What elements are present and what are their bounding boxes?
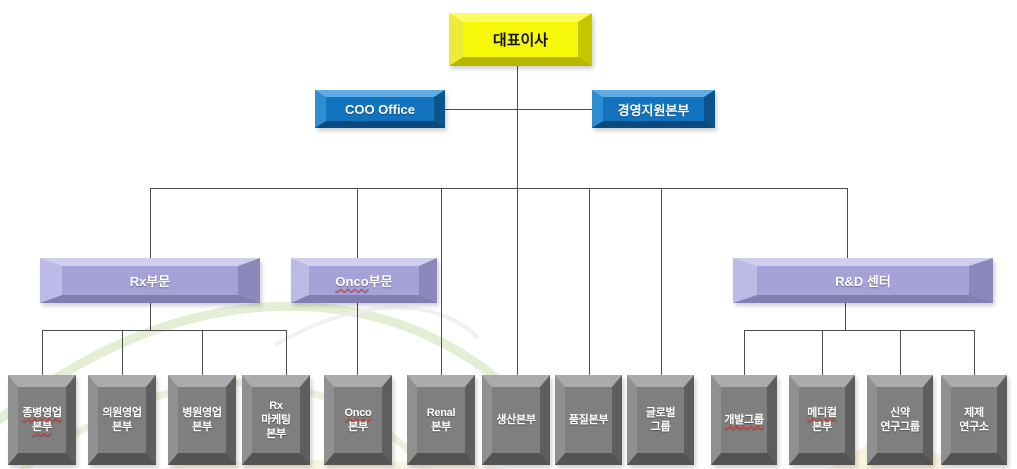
connector-rx-child-2 — [122, 330, 123, 375]
dept-global-group-box: 글로벌 그룹 — [627, 375, 694, 465]
dept-quality-label: 품질본부 — [568, 413, 609, 426]
division-rx-label: Rx부문 — [129, 274, 171, 289]
connector-rx-child-1 — [42, 330, 43, 375]
connector-rnd-subrail — [744, 330, 975, 331]
connector-drop-rx — [150, 188, 151, 258]
dept-hospital-sales-label: 병원영업 본부 — [182, 406, 222, 433]
dept-new-drug-research-box: 신약 연구그룹 — [867, 375, 933, 465]
connector-drop-rnd — [847, 188, 848, 258]
dept-new-drug-research-label: 신약 연구그룹 — [880, 406, 920, 433]
management-support-box: 경영지원본부 — [592, 90, 715, 128]
division-rx-box: Rx부문 — [40, 258, 260, 303]
dept-general-hospital-sales-box: 종병영업 본부 — [8, 375, 76, 465]
connector-main-rail — [150, 188, 848, 189]
connector-rx-subrail — [42, 330, 287, 331]
dept-rx-marketing-label: Rx 마케팅 본부 — [261, 399, 291, 441]
connector-drop-renal — [441, 188, 442, 375]
dept-production-box: 생산본부 — [482, 375, 550, 465]
management-support-label: 경영지원본부 — [617, 102, 690, 118]
connector-drop-quality — [589, 188, 590, 375]
connector-staff-rail — [445, 109, 592, 110]
connector-rnd-stem — [845, 303, 846, 330]
division-onco-label: Onco부문 — [335, 274, 393, 289]
ceo-box: 대표이사 — [449, 13, 592, 66]
coo-office-box: COO Office — [315, 90, 445, 128]
dept-formulation-research-box: 제제 연구소 — [941, 375, 1007, 465]
dept-onco-box: Onco 본부 — [324, 375, 392, 465]
connector-rnd-child-4 — [974, 330, 975, 375]
dept-development-group-label: 개발그룹 — [724, 413, 764, 426]
dept-clinic-sales-box: 의원영업 본부 — [88, 375, 156, 465]
connector-rx-child-4 — [286, 330, 287, 375]
dept-quality-box: 품질본부 — [555, 375, 622, 465]
connector-ceo-vertical — [517, 66, 518, 375]
dept-clinic-sales-label: 의원영업 본부 — [102, 406, 142, 433]
dept-medical-label: 메디컬 본부 — [807, 406, 837, 433]
coo-office-label: COO Office — [344, 101, 416, 117]
dept-development-group-box: 개발그룹 — [711, 375, 777, 465]
connector-rx-child-3 — [202, 330, 203, 375]
connector-rnd-child-1 — [744, 330, 745, 375]
dept-onco-label: Onco 본부 — [344, 406, 372, 433]
connector-rnd-child-3 — [900, 330, 901, 375]
dept-rx-marketing-box: Rx 마케팅 본부 — [242, 375, 310, 465]
rnd-center-box: R&D 센터 — [733, 258, 993, 303]
dept-medical-box: 메디컬 본부 — [789, 375, 855, 465]
dept-production-label: 생산본부 — [496, 413, 536, 426]
dept-general-hospital-sales-label: 종병영업 본부 — [22, 406, 62, 433]
connector-onco-stem — [357, 303, 358, 375]
connector-drop-global — [661, 188, 662, 375]
dept-global-group-label: 글로벌 그룹 — [645, 406, 676, 433]
connector-drop-onco — [357, 188, 358, 258]
ceo-label: 대표이사 — [492, 32, 549, 49]
dept-renal-box: Renal 본부 — [407, 375, 475, 465]
dept-renal-label: Renal 본부 — [426, 406, 456, 433]
rnd-center-label: R&D 센터 — [835, 274, 891, 289]
division-onco-box: Onco부문 — [291, 258, 437, 303]
dept-formulation-research-label: 제제 연구소 — [959, 406, 989, 433]
dept-hospital-sales-box: 병원영업 본부 — [168, 375, 236, 465]
connector-rx-stem — [150, 303, 151, 330]
connector-rnd-child-2 — [822, 330, 823, 375]
